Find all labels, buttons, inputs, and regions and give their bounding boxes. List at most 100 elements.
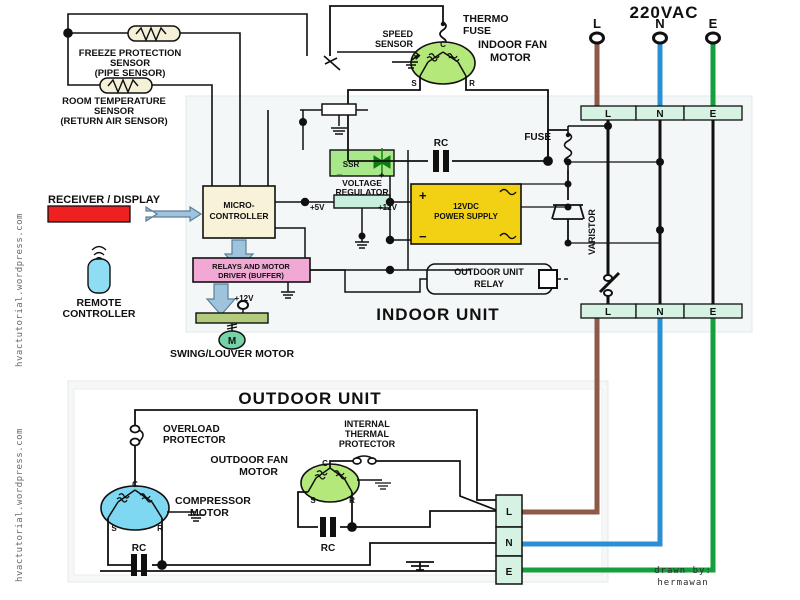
outdoor-fan-terminal-s: S xyxy=(310,496,316,505)
compressor-motor-line2: MOTOR xyxy=(190,507,229,519)
sensor-wiring xyxy=(63,13,308,200)
receiver-display-bar xyxy=(47,205,131,223)
speed-sensor: SPEED SENSOR xyxy=(337,29,421,69)
credit-line1: drawn by: xyxy=(654,566,712,576)
speed-sensor-resistor xyxy=(299,103,368,150)
outdoor-fan-rc-capacitor: RC xyxy=(320,517,336,554)
compressor-rc-wiring xyxy=(107,518,496,570)
watermark-left-lower: hvactutorial.wordpress.com xyxy=(15,428,25,582)
indoor-bottom-terminal-block: L N E xyxy=(580,303,743,319)
thermo-fuse-line1: THERMO xyxy=(463,13,509,25)
indoor-internal-bus xyxy=(598,120,715,304)
varistor-dots xyxy=(564,158,572,247)
indoor-fan-motor-line2: MOTOR xyxy=(490,52,531,64)
speed-sensor-line2: SENSOR xyxy=(375,39,414,49)
mains-terminal-l xyxy=(589,31,605,45)
power-supply-ac-top-icon xyxy=(499,188,517,196)
outdoor-fan-rc-wiring xyxy=(297,491,496,532)
receiver-display-label: RECEIVER / DISPLAY xyxy=(48,194,161,206)
relays-line2: DRIVER (BUFFER) xyxy=(218,271,284,280)
thermal-protector-line2: THERMAL xyxy=(345,429,389,439)
compressor-rc-label: RC xyxy=(132,543,146,554)
relays-motor-driver-block: RELAYS AND MOTOR DRIVER (BUFFER) xyxy=(192,257,311,283)
indoor-unit-title: INDOOR UNIT xyxy=(376,305,499,324)
indoor-top-terminal-e: E xyxy=(710,109,717,120)
swing-motor-label: SWING/LOUVER MOTOR xyxy=(170,348,294,360)
varistor-label: VARISTOR xyxy=(587,209,597,255)
indoor-bottom-terminal-l: L xyxy=(605,307,611,318)
room-sensor-line1: ROOM TEMPERATURE xyxy=(62,96,166,107)
mains-title-220vac: 220VAC xyxy=(630,3,699,22)
watermark-left-upper: hvactutorial.wordpress.com xyxy=(15,213,25,367)
remote-controller: REMOTE CONTROLLER xyxy=(63,245,136,320)
outdoor-relay-label-line1: OUTDOOR UNIT xyxy=(454,267,524,277)
varistor-ties xyxy=(516,161,661,244)
indoor-bottom-terminal-n: N xyxy=(656,307,663,318)
outdoor-unit-title: OUTDOOR UNIT xyxy=(238,389,381,408)
outdoor-relay-label-line2: RELAY xyxy=(474,279,504,289)
microcontroller-line1: MICRO- xyxy=(223,200,254,210)
compressor-motor-line1: COMPRESSOR xyxy=(175,495,251,507)
power-supply-block: 12VDC POWER SUPPLY + − xyxy=(410,183,522,245)
voltage-regulator-line2: REGULATOR xyxy=(335,187,388,197)
relays-ground xyxy=(281,269,427,299)
room-sensor-line3: (RETURN AIR SENSOR) xyxy=(60,116,167,127)
overload-protector xyxy=(129,415,144,490)
indoor-rc-label: RC xyxy=(434,138,448,149)
swing-supply-label: +12V xyxy=(235,294,255,303)
swing-motor-glyph: M xyxy=(228,336,236,347)
fuse-label: FUSE xyxy=(524,132,551,143)
compressor-motor: C S R COMPRESSOR MOTOR xyxy=(100,480,251,533)
fan-supply-wire xyxy=(329,5,568,161)
overload-protector-line1: OVERLOAD xyxy=(163,424,220,435)
outdoor-l-feed xyxy=(134,409,496,501)
freeze-sensor-line3: (PIPE SENSOR) xyxy=(95,68,166,79)
display-mcu-double-arrow xyxy=(145,205,203,223)
rail-5v-label: +5V xyxy=(310,203,325,212)
indoor-fan-terminal-c: C xyxy=(440,40,446,49)
microcontroller-line2: CONTROLLER xyxy=(209,211,268,221)
indoor-rc-capacitor: RC xyxy=(433,138,449,172)
indoor-fan-motor: C S R INDOOR FAN MOTOR xyxy=(410,39,547,88)
overload-protector-line2: PROTECTOR xyxy=(163,435,226,446)
outdoor-fan-rc-label: RC xyxy=(321,543,335,554)
triac-icon-upper xyxy=(373,155,385,169)
mains-label-e: E xyxy=(709,16,718,31)
remote-label-line1: REMOTE xyxy=(77,297,122,309)
remote-signal-arc-1 xyxy=(91,245,107,251)
compressor-terminal-r: R xyxy=(157,524,163,533)
indoor-top-terminal-n: N xyxy=(656,109,663,120)
indoor-top-terminal-block: L N E xyxy=(580,105,743,121)
outdoor-terminal-n: N xyxy=(505,538,512,549)
remote-label-line2: CONTROLLER xyxy=(63,308,136,320)
mains-terminals: L N E 220VAC xyxy=(589,3,721,45)
mains-label-n: N xyxy=(655,16,664,31)
compressor-terminal-c: C xyxy=(132,480,138,489)
indoor-bottom-terminal-e: E xyxy=(710,307,717,318)
power-supply-line2: POWER SUPPLY xyxy=(434,212,498,221)
power-supply-plus: + xyxy=(419,188,427,203)
outdoor-terminal-block: L N E xyxy=(495,494,523,585)
voltage-regulator-line1: VOLTAGE xyxy=(342,178,382,188)
thermal-protector-line1: INTERNAL xyxy=(344,419,390,429)
thermistor-freeze-protection xyxy=(127,25,181,42)
freeze-sensor-line1: FREEZE PROTECTION xyxy=(79,48,182,59)
compressor-rc-capacitor: RC xyxy=(131,543,147,576)
indoor-top-terminal-l: L xyxy=(605,109,611,120)
relays-line1: RELAYS AND MOTOR xyxy=(212,262,290,271)
power-supply-line1: 12VDC xyxy=(453,202,479,211)
power-supply-ac-bottom-icon xyxy=(499,232,517,240)
internal-thermal-protector xyxy=(329,455,497,511)
outdoor-terminal-l: L xyxy=(506,507,512,518)
outdoor-fan-line1: OUTDOOR FAN xyxy=(210,454,288,466)
thermistor-zigzag-icon-1 xyxy=(135,26,167,42)
ssr-label: SSR xyxy=(343,160,360,169)
indoor-fan-motor-line1: INDOOR FAN xyxy=(478,39,547,51)
outdoor-earth-wiring xyxy=(100,561,496,572)
rail-12v-label: +12V xyxy=(378,203,398,212)
compressor-terminal-s: S xyxy=(111,524,117,533)
ssr-minus-sign: _ xyxy=(336,166,343,176)
credit-line2: hermawan xyxy=(657,578,708,588)
